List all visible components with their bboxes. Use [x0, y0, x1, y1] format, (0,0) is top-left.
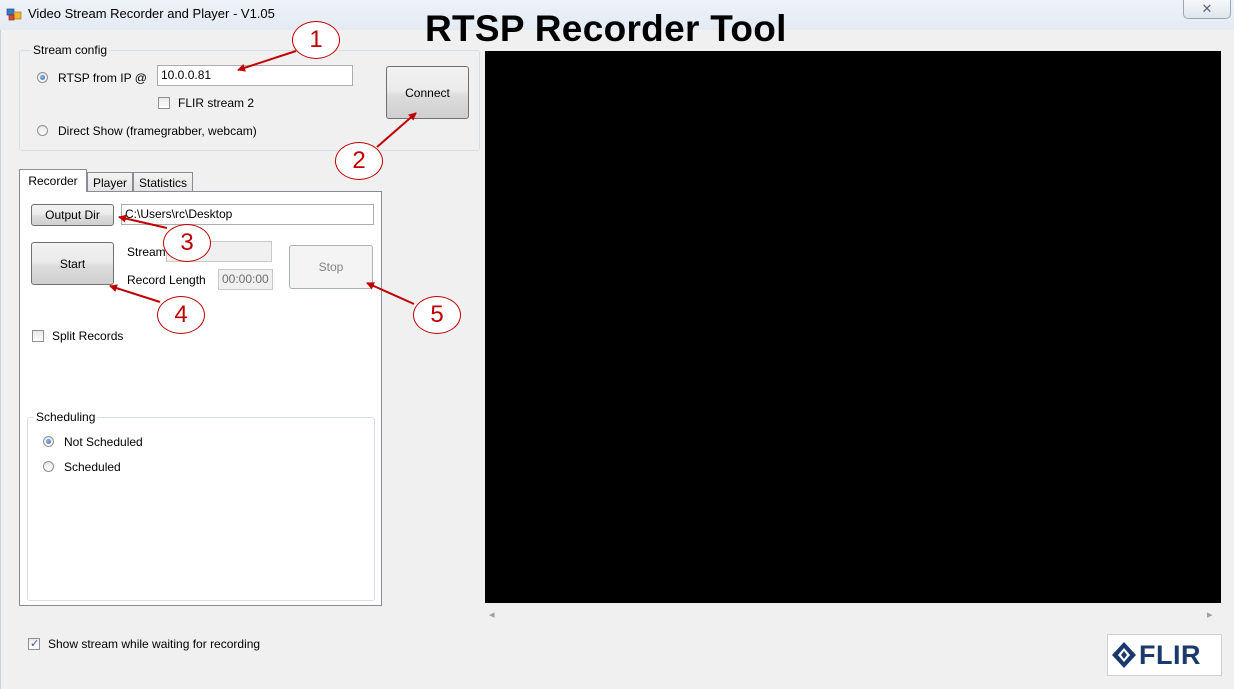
tab-recorder[interactable]: Recorder: [19, 169, 87, 192]
stream-config-legend: Stream config: [31, 43, 110, 57]
split-records-label: Split Records: [52, 329, 124, 343]
record-length-field: 00:00:00: [218, 269, 273, 290]
not-scheduled-radio[interactable]: [43, 436, 54, 447]
scroll-left-icon[interactable]: ◂: [489, 609, 495, 621]
app-icon: [6, 6, 22, 22]
ip-input[interactable]: 10.0.0.81: [157, 65, 353, 86]
overlay-title: RTSP Recorder Tool: [425, 8, 787, 49]
title-bar: [0, 0, 1234, 30]
flir-logo-text: FLIR: [1139, 640, 1201, 670]
flir-stream2-label: FLIR stream 2: [178, 96, 255, 110]
stop-button[interactable]: Stop: [289, 245, 373, 289]
callout-1: 1: [292, 21, 340, 59]
tab-player[interactable]: Player: [87, 172, 133, 192]
window-frame: [0, 30, 1, 689]
connect-button[interactable]: Connect: [386, 66, 469, 119]
split-records-checkbox[interactable]: [32, 330, 44, 342]
direct-show-radio[interactable]: [37, 125, 48, 136]
scheduled-label: Scheduled: [64, 460, 121, 474]
start-button[interactable]: Start: [31, 242, 114, 285]
scheduled-radio[interactable]: [43, 461, 54, 472]
flir-logo-mark-icon: [1112, 642, 1136, 668]
output-dir-button[interactable]: Output Dir: [31, 204, 114, 226]
rtsp-radio[interactable]: [37, 72, 48, 83]
output-dir-input[interactable]: C:\Users\rc\Desktop: [121, 204, 374, 225]
close-icon: ✕: [1201, 1, 1213, 16]
callout-3: 3: [163, 224, 211, 262]
record-length-label: Record Length: [127, 273, 206, 287]
window-title: Video Stream Recorder and Player - V1.05: [28, 6, 275, 21]
direct-show-label: Direct Show (framegrabber, webcam): [58, 124, 257, 138]
close-button[interactable]: ✕: [1183, 0, 1231, 19]
flir-logo: FLIR: [1107, 634, 1222, 676]
callout-5: 5: [413, 296, 461, 334]
show-stream-checkbox[interactable]: ✓: [28, 638, 40, 650]
callout-4: 4: [157, 296, 205, 334]
not-scheduled-label: Not Scheduled: [64, 435, 143, 449]
video-horizontal-scrollbar[interactable]: ◂ ▸: [485, 606, 1221, 624]
flir-stream2-checkbox[interactable]: [158, 97, 170, 109]
scheduling-legend: Scheduling: [34, 410, 98, 424]
stream-label: Stream: [127, 245, 166, 259]
scroll-right-icon[interactable]: ▸: [1207, 609, 1213, 621]
callout-2: 2: [335, 142, 383, 180]
scheduling-group: [27, 417, 375, 601]
rtsp-label: RTSP from IP @: [58, 71, 147, 85]
tab-statistics[interactable]: Statistics: [133, 172, 193, 192]
video-display: [485, 51, 1221, 603]
show-stream-label: Show stream while waiting for recording: [48, 637, 261, 651]
